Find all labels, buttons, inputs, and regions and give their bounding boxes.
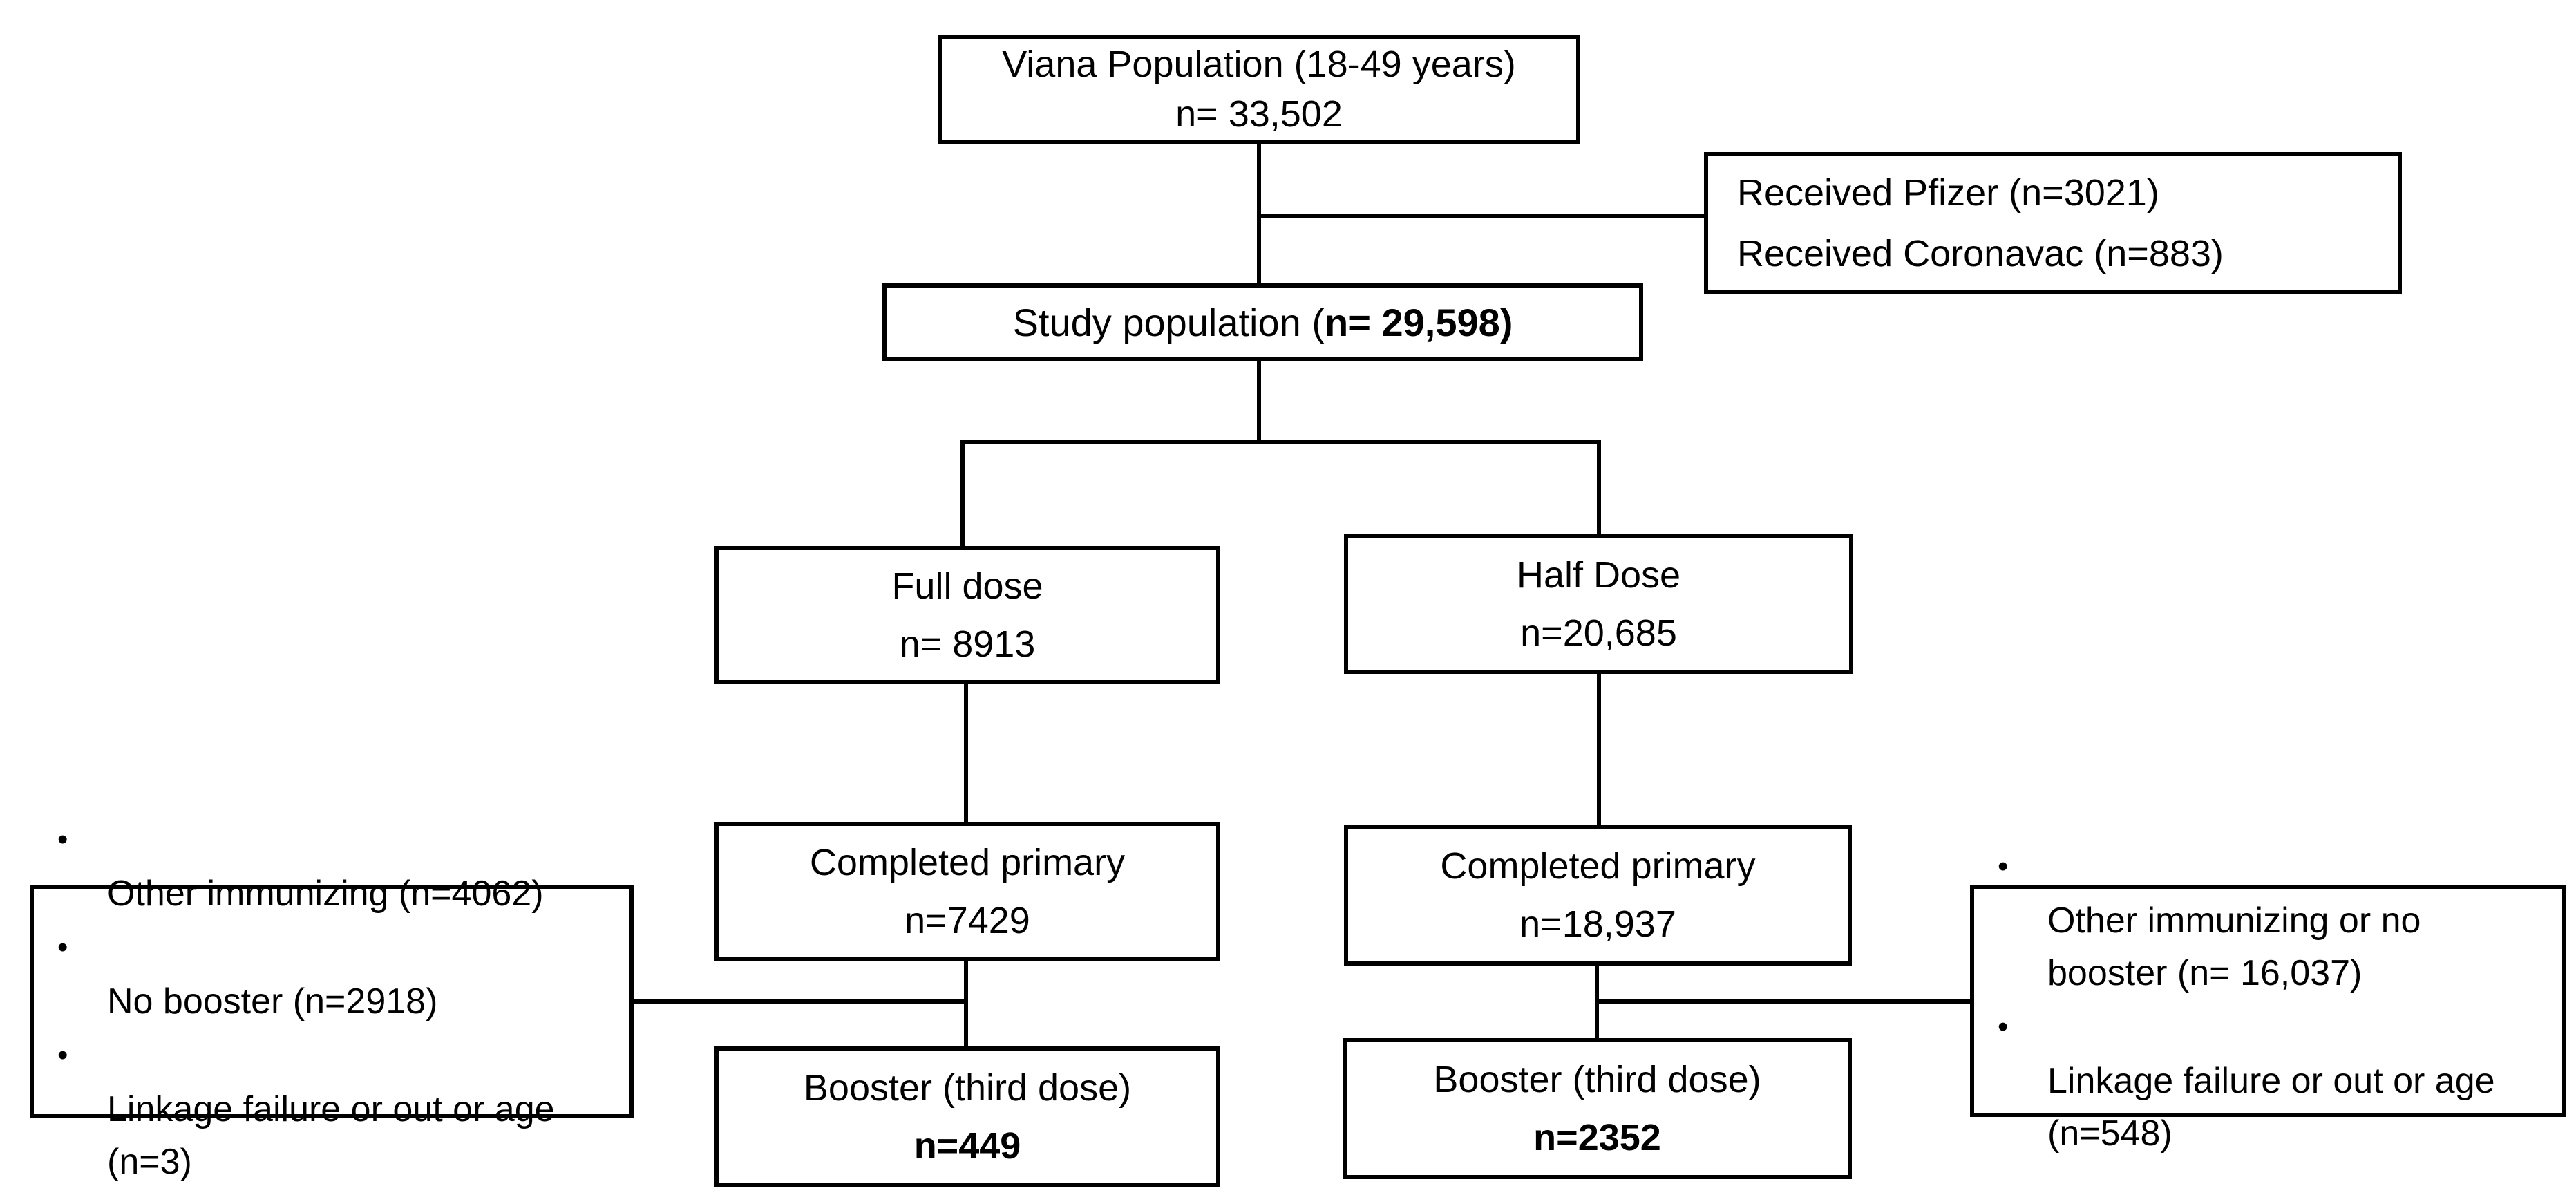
connector-study-to-branch (1257, 359, 1261, 444)
connector-to-received-box (1259, 214, 1707, 218)
full-dose-count: n= 8913 (899, 623, 1036, 665)
exclusion-item: • No booster (n=2918) (34, 923, 616, 1028)
connector-branch-horizontal (960, 440, 1601, 444)
completed-primary-full-box: Completed primary n=7429 (714, 822, 1220, 961)
half-dose-box: Half Dose n=20,685 (1344, 534, 1853, 674)
completed-primary-half-label: Completed primary (1440, 845, 1756, 887)
received-exclusion-box: Received Pfizer (n=3021) Received Corona… (1704, 152, 2402, 294)
completed-primary-half-count: n=18,937 (1519, 903, 1676, 945)
booster-full-box: Booster (third dose) n=449 (714, 1046, 1220, 1187)
full-dose-box: Full dose n= 8913 (714, 546, 1220, 684)
half-dose-count: n=20,685 (1520, 612, 1677, 654)
received-coronavac-label: Received Coronavac (n=883) (1737, 232, 2224, 274)
study-population-count: n= 29,598) (1325, 300, 1513, 344)
connector-full-to-completed (964, 683, 968, 825)
bullet-icon: • (1998, 849, 2009, 883)
completed-primary-half-box: Completed primary n=18,937 (1344, 825, 1852, 966)
half-dose-label: Half Dose (1516, 554, 1681, 596)
study-population-label: Study population ( (1012, 300, 1325, 344)
exclusion-item: • Other immunizing or no booster (n= 16,0… (1974, 842, 2548, 999)
completed-primary-full-label: Completed primary (809, 841, 1126, 883)
connector-exclusion-half (1596, 999, 1973, 1004)
booster-full-count: n=449 (913, 1125, 1021, 1167)
exclusion-item-text: No booster (n=2918) (107, 981, 438, 1022)
received-pfizer-label: Received Pfizer (n=3021) (1737, 171, 2159, 214)
booster-half-count: n=2352 (1533, 1117, 1661, 1158)
booster-full-label: Booster (third dose) (803, 1067, 1132, 1109)
full-dose-label: Full dose (891, 565, 1043, 607)
connector-exclusion-full (632, 999, 968, 1004)
viana-population-box: Viana Population (18-49 years) n= 33,502 (938, 35, 1580, 144)
exclusion-half-box: • Other immunizing or no booster (n= 16,0… (1970, 849, 2566, 1154)
exclusion-item: • Other immunizing (n=4062) (34, 815, 616, 920)
study-population-box: Study population (n= 29,598) (882, 283, 1643, 361)
exclusion-item-text: Other immunizing (n=4062) (107, 874, 544, 914)
connector-completed-to-booster-full (964, 959, 968, 1049)
booster-half-box: Booster (third dose) n=2352 (1343, 1038, 1852, 1179)
exclusion-item-text: Linkage failure or out or age (n=3) (107, 1089, 555, 1182)
exclusion-item: • Linkage failure or out or age (n=548) (1974, 1002, 2548, 1160)
bullet-icon: • (1998, 1010, 2009, 1044)
bullet-icon: • (57, 930, 68, 964)
bullet-icon: • (57, 1038, 68, 1072)
exclusion-full-box: • Other immunizing (n=4062) • No booster (… (30, 822, 634, 1182)
connector-half-to-completed (1597, 672, 1601, 827)
exclusion-item-text: Linkage failure or out or age (n=548) (2047, 1061, 2495, 1154)
connector-branch-to-full-dose (960, 440, 965, 549)
bullet-icon: • (57, 822, 68, 856)
exclusion-item: • Linkage failure or out or age (n=3) (34, 1031, 616, 1188)
exclusion-item-text: Other immunizing or no booster (n= 16,03… (2047, 901, 2421, 993)
booster-half-label: Booster (third dose) (1433, 1059, 1761, 1100)
viana-population-count: n= 33,502 (1175, 93, 1343, 135)
connector-branch-to-half-dose (1597, 440, 1601, 537)
completed-primary-full-count: n=7429 (905, 899, 1030, 941)
viana-population-label: Viana Population (18-49 years) (1002, 44, 1516, 85)
